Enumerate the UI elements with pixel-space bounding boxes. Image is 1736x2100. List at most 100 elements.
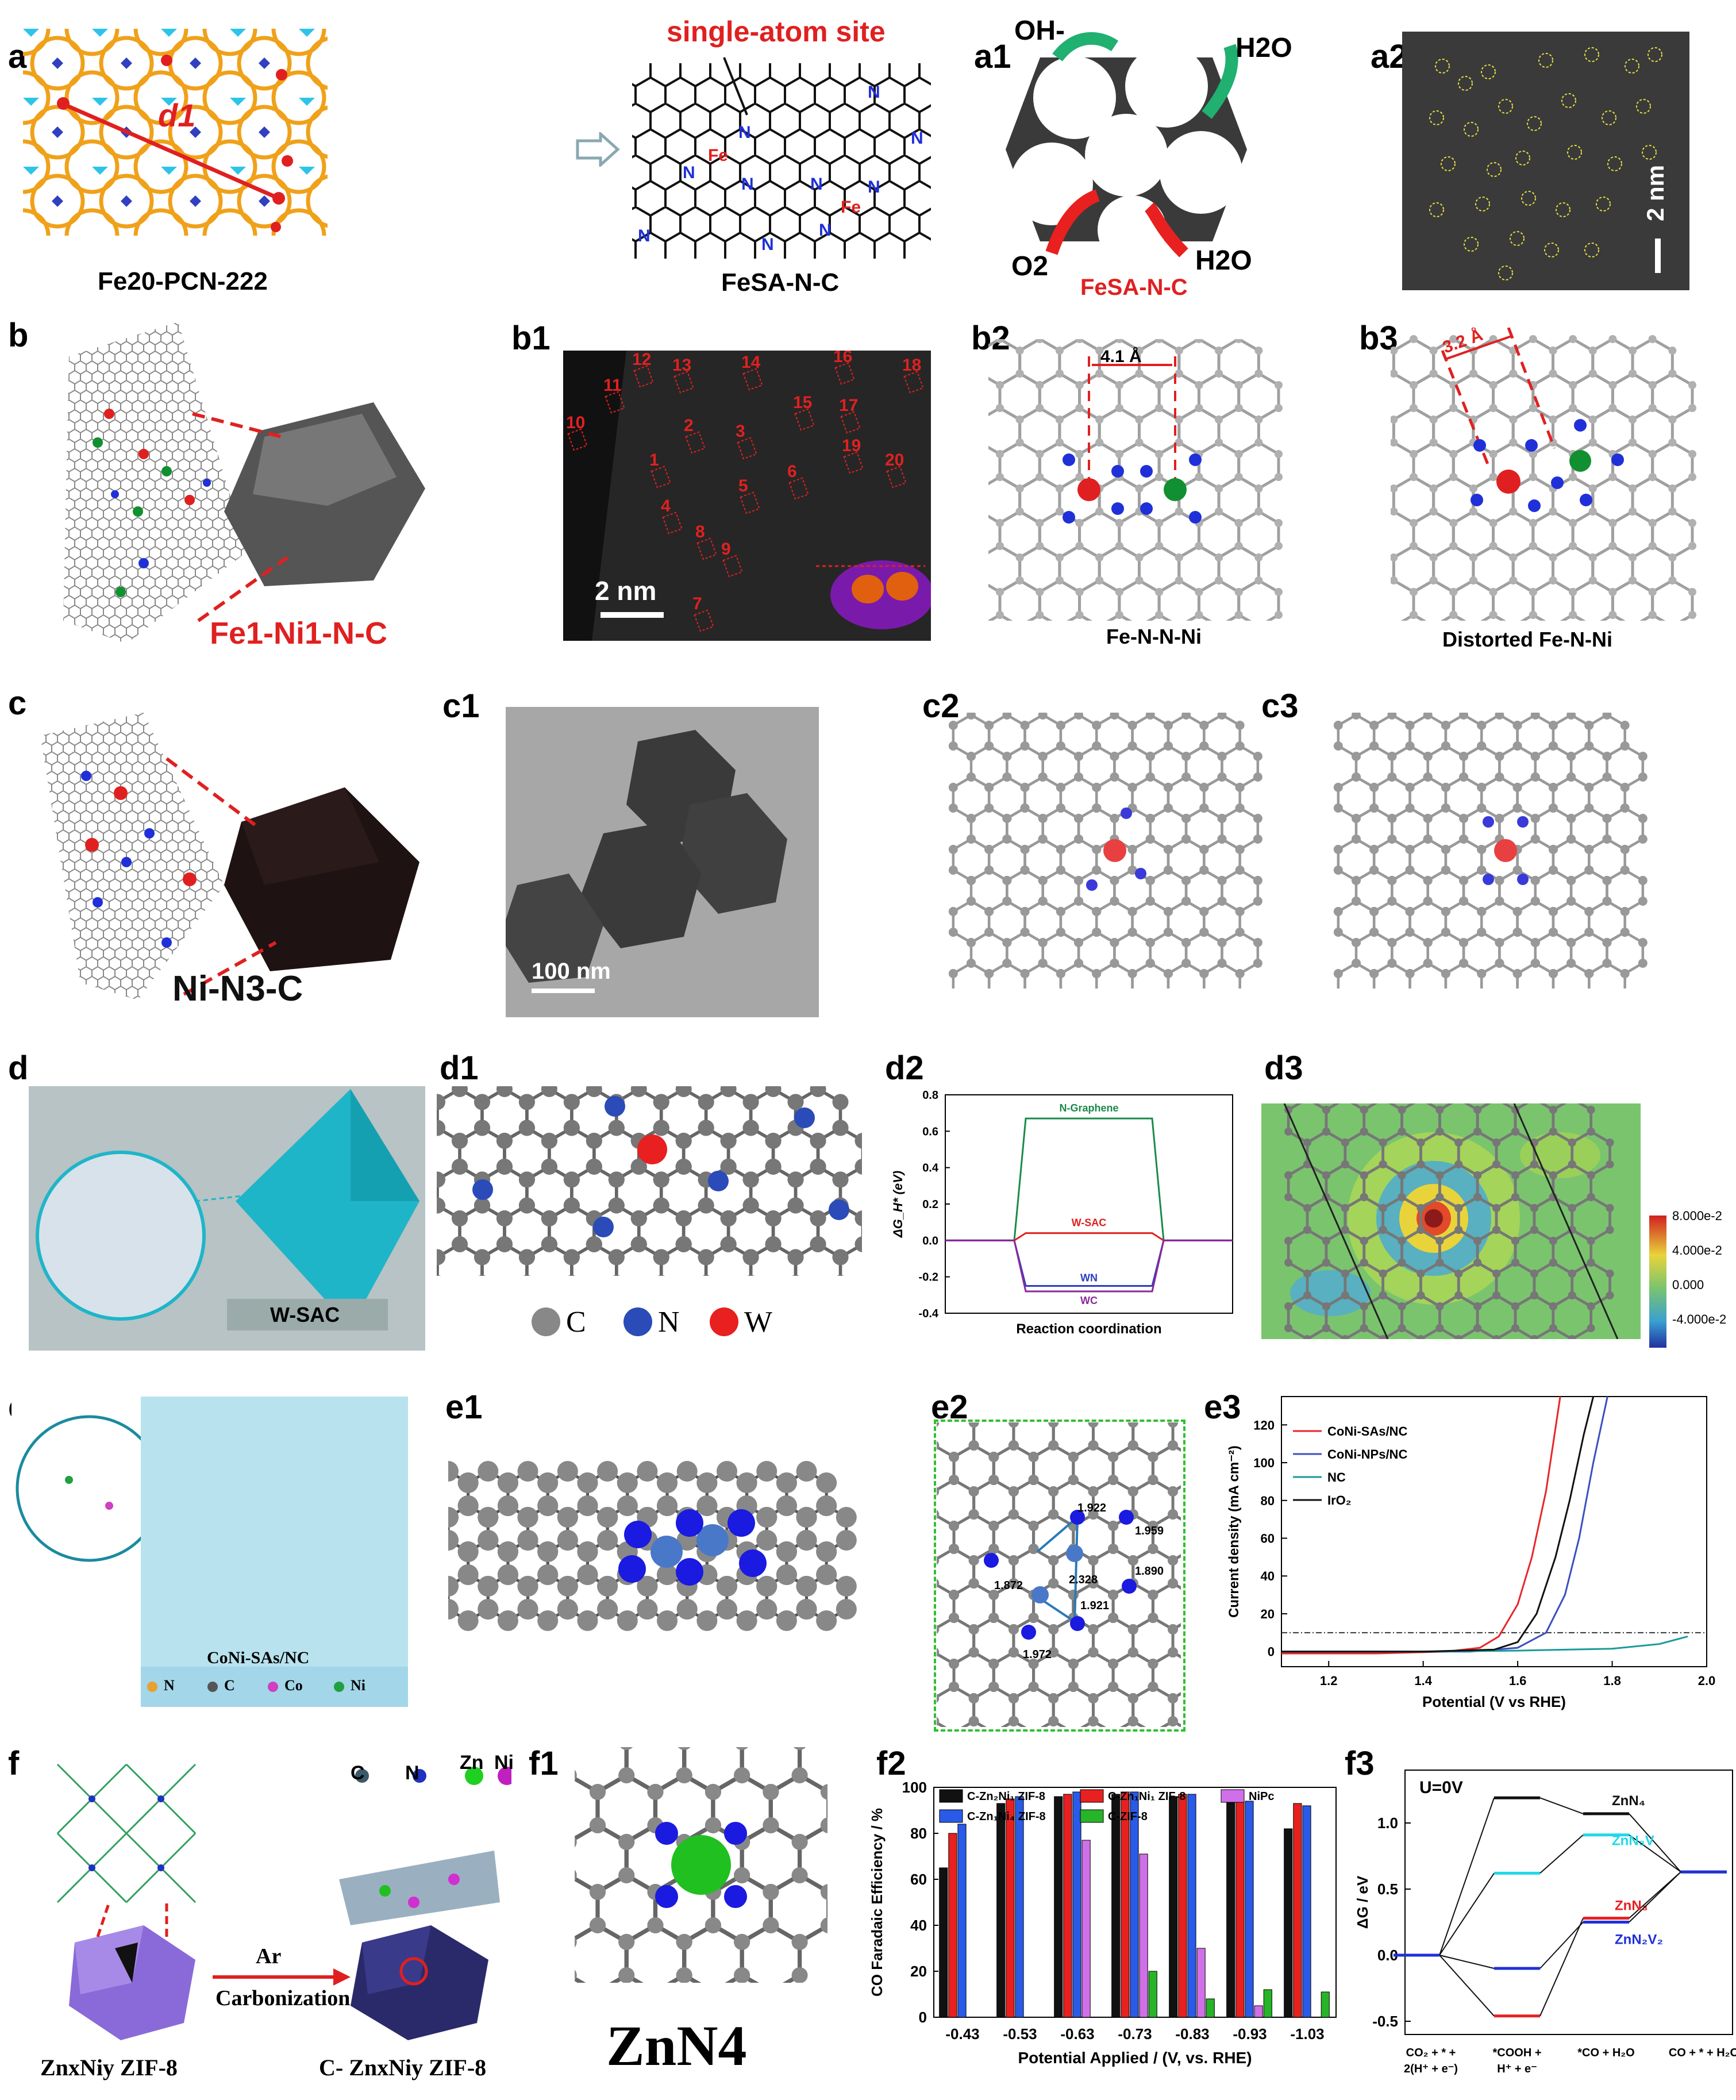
- f2-bar: [1254, 2005, 1263, 2018]
- e2-bond-6: 1.921: [1080, 1599, 1109, 1612]
- right-arrow-icon: [576, 132, 620, 167]
- f3-series-label: ZnN₄: [1612, 1793, 1645, 1809]
- f3-connector: [1539, 1797, 1584, 1814]
- e3-legend-label: IrO₂: [1327, 1493, 1352, 1507]
- b1-site-14: 14: [741, 353, 761, 372]
- f2-bar: [1072, 1791, 1081, 2018]
- f3-connector: [1629, 1834, 1681, 1872]
- b1-site-11: 11: [603, 376, 622, 395]
- e3-plot-frame: [1281, 1396, 1707, 1667]
- f3-xtick: H⁺ + e⁻: [1497, 2063, 1537, 2075]
- b1-site-1: 1: [649, 451, 659, 470]
- panel-b1-label: b1: [511, 320, 551, 357]
- fesa-nc-label: FeSA-N-C: [721, 268, 840, 297]
- panel-f-label: f: [8, 1745, 20, 1782]
- f-legend-c: C: [351, 1762, 365, 1784]
- d2-ytick: 0.6: [922, 1125, 938, 1138]
- f2-legend-swatch: [1080, 1789, 1104, 1803]
- f2-ytick: 40: [910, 1917, 927, 1934]
- panel-b2-label: b2: [971, 320, 1010, 357]
- f2-xtick: -0.63: [1060, 2025, 1094, 2043]
- d1-legend-n: N: [658, 1306, 680, 1339]
- f2-bar: [1206, 1998, 1215, 2018]
- b1-site-4: 4: [661, 497, 671, 516]
- distorted-fe-n-ni-model: 3.2 Å: [1391, 328, 1696, 621]
- a1-species-h2o-top: H2O: [1235, 33, 1292, 63]
- f2-bar: [1302, 1805, 1311, 2018]
- f3-connector: [1439, 1955, 1495, 1969]
- n-atom-5: N: [868, 178, 880, 197]
- f2-bar: [1006, 1798, 1015, 2018]
- e3-xtick: 1.2: [1320, 1674, 1338, 1688]
- e3-ytick: 60: [1261, 1532, 1275, 1546]
- panel-d3-label: d3: [1264, 1049, 1303, 1087]
- f3-ytick: 0.5: [1377, 1880, 1398, 1898]
- f3-xtick: 2(H⁺ + e⁻): [1404, 2063, 1458, 2075]
- f2-bar: [948, 1833, 957, 2018]
- d3-colorbar-tick-2: 4.000e-2: [1672, 1243, 1722, 1257]
- n-atom-1: N: [738, 123, 751, 142]
- e2-bond-2: 1.959: [1135, 1525, 1164, 1537]
- f-legend-ni: Ni: [494, 1752, 514, 1774]
- f2-bar: [1284, 1828, 1293, 2018]
- e3-ytick: 20: [1261, 1607, 1275, 1621]
- b1-site-19: 19: [842, 436, 861, 455]
- f1-znn4-model: [575, 1747, 827, 1983]
- f2-bar: [1054, 1796, 1063, 2018]
- f3-series-label: ZnN₃: [1615, 1898, 1648, 1914]
- f2-bar: [1169, 1796, 1178, 2018]
- f-synthesis-scheme: [56, 1763, 511, 2040]
- f2-bar: [1148, 1971, 1157, 2018]
- f2-bar: [1081, 1840, 1091, 2018]
- f2-legend-label: C-ZIF-8: [1108, 1810, 1148, 1823]
- a2-scale-bar-label: 2 nm: [1642, 164, 1669, 221]
- f2-bar: [1121, 1791, 1130, 2018]
- e3-xlabel: Potential (V vs RHE): [1422, 1693, 1566, 1710]
- f2-bar: [1196, 1948, 1206, 2018]
- e3-ytick: 0: [1268, 1645, 1275, 1659]
- b2-caption: Fe-N-N-Ni: [1106, 625, 1202, 648]
- pcn222-framework-figure: d1: [23, 29, 328, 236]
- n-atom-4: N: [810, 175, 823, 194]
- b1-site-5: 5: [738, 476, 748, 495]
- b3-caption: Distorted Fe-N-Ni: [1442, 628, 1612, 651]
- f2-legend-swatch: [1221, 1789, 1245, 1803]
- d2-series-label: N-Graphene: [1059, 1102, 1118, 1114]
- f3-connector: [1539, 1921, 1584, 1969]
- distance-d1: d1: [158, 97, 195, 133]
- f3-series-label: ZnN₃V: [1612, 1833, 1654, 1849]
- d2-free-energy-chart: 0.80.60.40.20.0-0.2-0.4ΔG_H* (eV)Reactio…: [891, 1089, 1233, 1337]
- single-atom-site-label: single-atom site: [667, 16, 886, 48]
- f2-legend-swatch: [939, 1809, 963, 1823]
- d1-legend: [532, 1307, 738, 1336]
- ni-n3-c-model: [40, 713, 419, 1000]
- b1-site-16: 16: [833, 351, 852, 366]
- b1-site-17: 17: [839, 396, 858, 415]
- c1-tem-image: 100 nm: [506, 707, 819, 1017]
- f2-legend-label: NiPc: [1249, 1790, 1274, 1803]
- fe-atom-2: Fe: [841, 198, 861, 217]
- e3-ytick: 80: [1261, 1494, 1275, 1508]
- e2-coni-top-view: 1.922 1.959 1.890 2.328 1.872 1.921 1.97…: [937, 1422, 1181, 1727]
- f2-bar: [1235, 1798, 1245, 2018]
- panel-c-label: c: [8, 684, 27, 722]
- f2-bar: [1063, 1794, 1072, 2018]
- f2-bar: [1187, 1794, 1196, 2018]
- panel-c3-label: c3: [1261, 687, 1299, 725]
- f2-bar: [1178, 1794, 1187, 2018]
- d2-ytick: 0.2: [922, 1198, 938, 1211]
- panel-f1-label: f1: [529, 1745, 559, 1782]
- f2-bar: [1111, 1794, 1121, 2018]
- panel-c1-label: c1: [442, 687, 480, 725]
- b1-site-20: 20: [885, 451, 904, 470]
- fe1-ni1-nc-label: Fe1-Ni1-N-C: [210, 616, 388, 651]
- e3-xtick: 1.4: [1414, 1674, 1432, 1688]
- f3-xtick: CO + * + H₂O: [1669, 2047, 1736, 2059]
- f1-caption: ZnN4: [606, 2014, 747, 2078]
- f2-legend-swatch: [1080, 1809, 1104, 1823]
- f3-connector: [1629, 1871, 1681, 1923]
- panel-b-label: b: [8, 317, 29, 354]
- d2-ytick: 0.8: [922, 1089, 938, 1102]
